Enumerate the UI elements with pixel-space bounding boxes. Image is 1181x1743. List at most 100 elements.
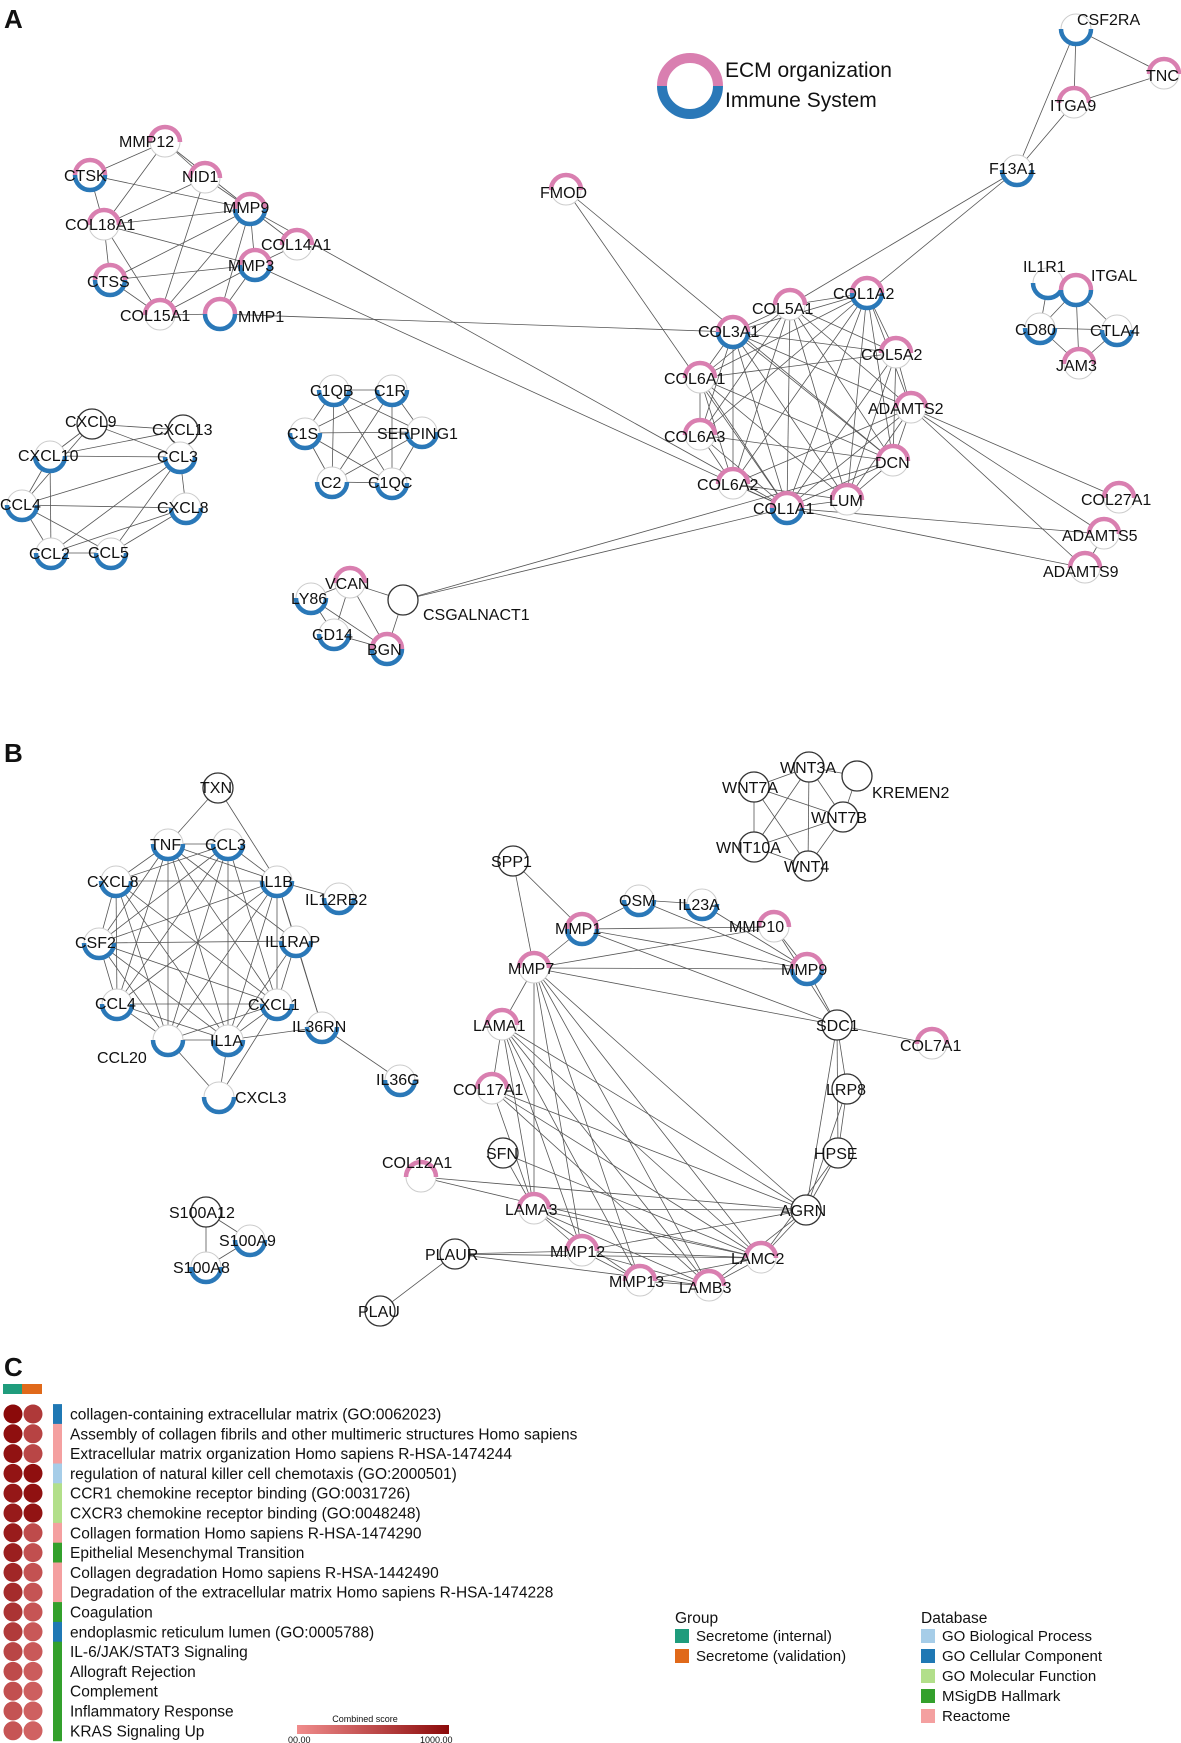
b-node-osm-label: OSM [619,893,655,910]
a-node-itgal-immune-arc [1058,289,1094,308]
b-edge-lama1-mmp13 [501,1024,641,1282]
db-label-msigdb: MSigDB Hallmark [942,1688,1061,1705]
b-node-plaur-label: PLAUR [425,1247,478,1264]
b-node-wnt7a-label: WNT7A [722,780,778,797]
b-node-il1a-label: IL1A [210,1033,243,1050]
a-edge-mmp1-col3a1 [219,313,734,333]
b-edge-sdc1-agrn [805,1024,838,1211]
b-edge-agrn-mmp12 [581,1209,807,1252]
a-node-col1a2-label: COL1A2 [833,286,894,303]
b-node-mmp13-label: MMP13 [609,1274,664,1291]
enrich-row-5-internal-dot [3,1483,23,1503]
b-edge-ccl3-cxcl1 [227,843,278,1005]
a-edge-col3a1-col1a1 [732,331,788,509]
a-node-lum-ecm-arc [829,482,865,501]
group-label-internal: Secretome (internal) [696,1628,832,1645]
a-node-col1a1-immune-arc [769,507,805,526]
a-node-ccl2-label: CCL2 [29,546,70,563]
a-edge-adamts2-col6a2 [732,407,912,485]
a-node-serping1-immune-arc [404,431,440,450]
b-node-wnt4-label: WNT4 [784,859,829,876]
a-node-col1a1: COL1A1 [753,490,814,526]
b-node-mmp9-ecm-arc [789,951,825,970]
b-node-col17a1-label: COL17A1 [453,1082,523,1099]
a-node-cd80: CD80 [1015,312,1058,346]
a-node-ly86-immune-arc [293,597,329,616]
b-node-mmp1-label: MMP1 [555,921,601,938]
b-edge-plaur-mmp12 [454,1250,583,1255]
b-node-sfn-label: SFN [486,1146,518,1163]
panel-label-c: C [4,1352,23,1382]
a-node-bgn-label: BGN [367,642,402,659]
b-node-wnt7b: WNT7B [811,801,867,833]
a-node-mmp12-label: MMP12 [119,134,174,151]
enrichment-heatmap: collagen-containing extracellular matrix… [3,1384,1103,1743]
a-node-col6a3-label: COL6A3 [664,429,725,446]
a-node-ccl5: CCL5 [88,537,129,571]
a-node-col5a2-label: COL5A2 [861,347,922,364]
enrich-row-11: Coagulation [3,1602,153,1623]
enrichment-rows: collagen-containing extracellular matrix… [3,1404,578,1742]
enrich-row-2-term: Assembly of collagen fibrils and other m… [70,1426,578,1443]
a-node-col6a2-ecm-arc [715,466,751,485]
a-node-cxcl10-immune-arc [32,455,68,474]
a-node-c2-label: C2 [321,475,342,492]
database-legend: Database GO Biological Process GO Cellul… [921,1610,1103,1725]
a-node-serping1-label: SERPING1 [377,426,458,443]
a-node-adamts2: ADAMTS2 [868,390,944,424]
db-swatch-reactome [921,1709,935,1723]
enrich-row-15-term: Complement [70,1684,159,1701]
b-node-spp1-label: SPP1 [491,854,532,871]
a-node-nid1-ecm-arc [187,160,223,179]
enrich-row-7-database-bar [53,1522,62,1544]
a-edge-mmp3-col1a1 [254,264,788,509]
b-node-s100a9: S100A9 [219,1224,276,1258]
b-node-plaur: PLAUR [425,1238,478,1270]
b-node-cxcl8-immune-arc [98,880,134,899]
b-node-wnt7b-label: WNT7B [811,810,867,827]
a-node-adamts5-ecm-arc [1086,516,1122,535]
enrich-row-3-internal-dot [3,1444,23,1464]
a-edge-col3a1-adamts2 [732,331,912,409]
a-node-itga9-label: ITGA9 [1050,98,1096,115]
b-node-il1b-immune-arc [259,880,295,899]
b-edge-csf2-il1a [98,942,229,1041]
a-node-mmp3-label: MMP3 [228,258,274,275]
b-node-mmp9-label: MMP9 [781,962,827,979]
a-edge-c1s-serping1 [304,431,423,434]
b-node-col17a1-ecm-arc [474,1071,510,1090]
a-node-lum: LUM [829,482,865,516]
a-edge-col18a1-col15a1 [103,224,161,316]
a-edge-col6a1-col1a1 [699,377,788,509]
b-node-txn-label: TXN [200,780,232,797]
enrich-row-9-internal-dot [3,1562,23,1582]
a-node-col6a1-label: COL6A1 [664,371,725,388]
a-node-ctss: CTSS [87,262,130,298]
a-edge-nid1-col18a1 [103,177,206,226]
b-node-cxcl1: CXCL1 [248,988,300,1022]
b-edge-ccl4-il1a [116,1003,229,1041]
a-node-c1qc-immune-arc [374,482,410,501]
a-node-ctss-ecm-arc [92,262,128,281]
enrich-row-10: Degradation of the extracellular matrix … [3,1582,553,1603]
b-edge-il1rap-il1a [227,940,297,1041]
b-edge-mmp10-mmp7 [533,926,775,969]
colorbar-gradient [297,1725,449,1734]
b-node-lamc2-ecm-arc [743,1240,779,1259]
enrich-row-17-validation-dot [23,1721,43,1741]
panel-label-b: B [4,738,23,768]
enrich-row-9-validation-dot [23,1562,43,1582]
b-node-ccl20-immune-arc [150,1039,186,1058]
a-node-col5a1-label: COL5A1 [752,301,813,318]
b-node-wnt10a-label: WNT10A [716,840,781,857]
b-node-ccl3-label: CCL3 [205,837,246,854]
network-b-edges [98,766,933,1312]
a-edge-f13a1-col5a1 [789,169,1018,306]
a-node-ctsk: CTSK [64,157,108,193]
b-node-il1b-label: IL1B [260,874,293,891]
enrich-row-5: CCR1 chemokine receptor binding (GO:0031… [3,1483,410,1504]
b-node-wnt3a: WNT3A [780,751,836,783]
b-node-il36rn-label: IL36RN [292,1019,346,1036]
a-node-col6a3-ecm-arc [682,417,718,436]
